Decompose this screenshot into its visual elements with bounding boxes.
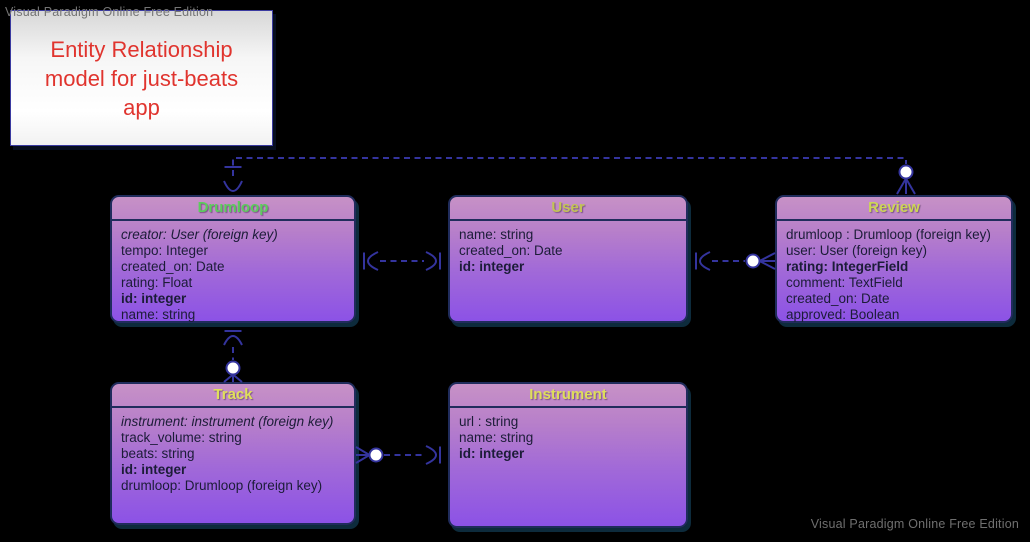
entity-user[interactable]: User name: string created_on: Date id: i…: [448, 195, 688, 323]
field-row[interactable]: created_on: Date: [459, 243, 563, 258]
diagram-title-note[interactable]: Entity Relationship model for just-beats…: [10, 10, 273, 146]
connector-review-drumloop[interactable]: [223, 157, 916, 195]
field-row[interactable]: tempo: Integer: [121, 243, 209, 258]
entity-review-fields: drumloop : Drumloop (foreign key) user: …: [777, 221, 1011, 323]
cardinality-zero-circle[interactable]: [368, 447, 384, 463]
field-row[interactable]: id: integer: [121, 291, 187, 306]
cardinality-zero-circle[interactable]: [745, 253, 761, 269]
connector-track-instrument[interactable]: [355, 445, 441, 465]
entity-drumloop[interactable]: Drumloop creator: User (foreign key) tem…: [110, 195, 356, 323]
entity-drumloop-title[interactable]: Drumloop: [112, 197, 354, 221]
field-row[interactable]: name: string: [459, 430, 534, 445]
entity-review-title[interactable]: Review: [777, 197, 1011, 221]
field-row[interactable]: instrument: instrument (foreign key): [121, 414, 334, 429]
field-row[interactable]: user: User (foreign key): [786, 243, 928, 258]
entity-user-title[interactable]: User: [450, 197, 686, 221]
entity-review[interactable]: Review drumloop : Drumloop (foreign key)…: [775, 195, 1013, 323]
field-row[interactable]: rating: Float: [121, 275, 193, 290]
crows-foot[interactable]: [355, 446, 371, 464]
connector-drumloop-track[interactable]: [223, 330, 243, 383]
cardinality-one-arrow[interactable]: [367, 251, 379, 271]
field-row[interactable]: created_on: Date: [121, 259, 225, 274]
connector-drumloop-user[interactable]: [363, 251, 441, 271]
entity-user-fields: name: string created_on: Date id: intege…: [450, 221, 686, 275]
field-row[interactable]: approved: Boolean: [786, 307, 900, 322]
crows-foot[interactable]: [223, 373, 243, 383]
entity-track[interactable]: Track instrument: instrument (foreign ke…: [110, 382, 356, 525]
cardinality-zero-circle[interactable]: [898, 164, 914, 180]
field-row[interactable]: track_volume: string: [121, 430, 242, 445]
entity-track-title[interactable]: Track: [112, 384, 354, 408]
cardinality-one-arrow[interactable]: [223, 335, 243, 346]
cardinality-one-arrow[interactable]: [699, 251, 711, 271]
cardinality-one-arrow[interactable]: [425, 445, 437, 465]
crows-foot[interactable]: [759, 252, 776, 270]
connector-user-review[interactable]: [695, 251, 776, 271]
field-row[interactable]: created_on: Date: [786, 291, 890, 306]
entity-instrument[interactable]: Instrument url : string name: string id:…: [448, 382, 688, 528]
entity-drumloop-fields: creator: User (foreign key) tempo: Integ…: [112, 221, 354, 323]
cardinality-one-arrow[interactable]: [223, 180, 243, 192]
watermark-bottom: Visual Paradigm Online Free Edition: [810, 517, 1019, 531]
field-row[interactable]: url : string: [459, 414, 519, 429]
field-row[interactable]: id: integer: [459, 259, 525, 274]
watermark-top: Visual Paradigm Online Free Edition: [5, 5, 214, 19]
field-row[interactable]: name: string: [121, 307, 196, 322]
cardinality-zero-circle[interactable]: [225, 360, 241, 376]
field-row[interactable]: drumloop: Drumloop (foreign key): [121, 478, 323, 493]
field-row[interactable]: drumloop : Drumloop (foreign key): [786, 227, 991, 242]
entity-instrument-fields: url : string name: string id: integer: [450, 408, 686, 462]
field-row[interactable]: creator: User (foreign key): [121, 227, 278, 242]
field-row[interactable]: name: string: [459, 227, 534, 242]
entity-instrument-title[interactable]: Instrument: [450, 384, 686, 408]
crows-foot[interactable]: [896, 177, 916, 195]
diagram-title-text: Entity Relationship model for just-beats…: [44, 36, 239, 120]
field-row[interactable]: id: integer: [459, 446, 525, 461]
field-row[interactable]: beats: string: [121, 446, 195, 461]
cardinality-one-arrow[interactable]: [425, 251, 437, 271]
field-row[interactable]: id: integer: [121, 462, 187, 477]
connector-line[interactable]: [232, 157, 907, 176]
field-row[interactable]: comment: TextField: [786, 275, 903, 290]
field-row[interactable]: rating: IntegerField: [786, 259, 909, 274]
entity-track-fields: instrument: instrument (foreign key) tra…: [112, 408, 354, 494]
